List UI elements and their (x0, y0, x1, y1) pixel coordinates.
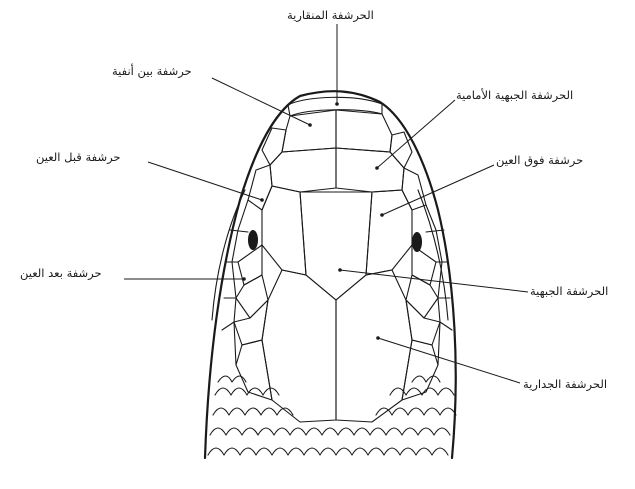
supraocular-scale-right (366, 190, 412, 275)
pointer-parietal (376, 336, 380, 340)
label-parietal: الحرشفة الجدارية (523, 377, 607, 391)
prefrontal-scale-right (336, 148, 404, 192)
eye-left (248, 230, 258, 250)
internasal-scale-right (336, 110, 392, 152)
preocular-scale-left (248, 165, 272, 210)
nasal-scale-right (390, 132, 412, 168)
temporal-scale-left-1 (236, 275, 268, 318)
internasal-scale-left (282, 110, 336, 152)
label-supraocular: حرشفة فوق العين (496, 153, 583, 167)
labial-scales-left (222, 200, 248, 365)
frontal-scale (300, 192, 372, 300)
leader-preocular (148, 162, 262, 200)
pointer-postocular (242, 277, 246, 281)
label-frontal: الحرشفة الجبهية (530, 284, 608, 298)
pointer-internasal (308, 123, 312, 127)
pointer-frontal (338, 268, 342, 272)
body-scales (208, 376, 456, 455)
head-outline (205, 91, 456, 458)
pointer-prefrontal (375, 166, 379, 170)
label-rostral: الحرشفة المنقارية (287, 8, 374, 22)
pointer-rostral (335, 102, 339, 106)
temporal-scale-right-1 (406, 275, 438, 318)
leader-parietal (378, 338, 520, 383)
leader-frontal (340, 270, 528, 292)
label-preocular: حرشفة قبل العين (36, 150, 121, 164)
temporal-scale-right-2 (406, 300, 440, 345)
jaw-line-right (418, 190, 448, 320)
eye-right (412, 232, 422, 252)
label-postocular: حرشفة بعد العين (20, 266, 102, 280)
pointer-preocular (260, 198, 264, 202)
temporal-scale-right-3 (402, 340, 438, 400)
temporal-scale-left-2 (234, 300, 268, 345)
preocular-scale-right (402, 168, 426, 210)
pointer-supraocular (380, 213, 384, 217)
jaw-line-left (212, 190, 245, 320)
parietal-scale-left (262, 270, 336, 422)
parietal-scale-right (336, 270, 412, 422)
temporal-scale-left-3 (236, 340, 272, 400)
label-prefrontal: الحرشفة الجبهية الأمامية (456, 88, 573, 102)
label-internasal: حرشفة بين أنفية (112, 64, 192, 78)
supraocular-scale-left (262, 186, 306, 275)
